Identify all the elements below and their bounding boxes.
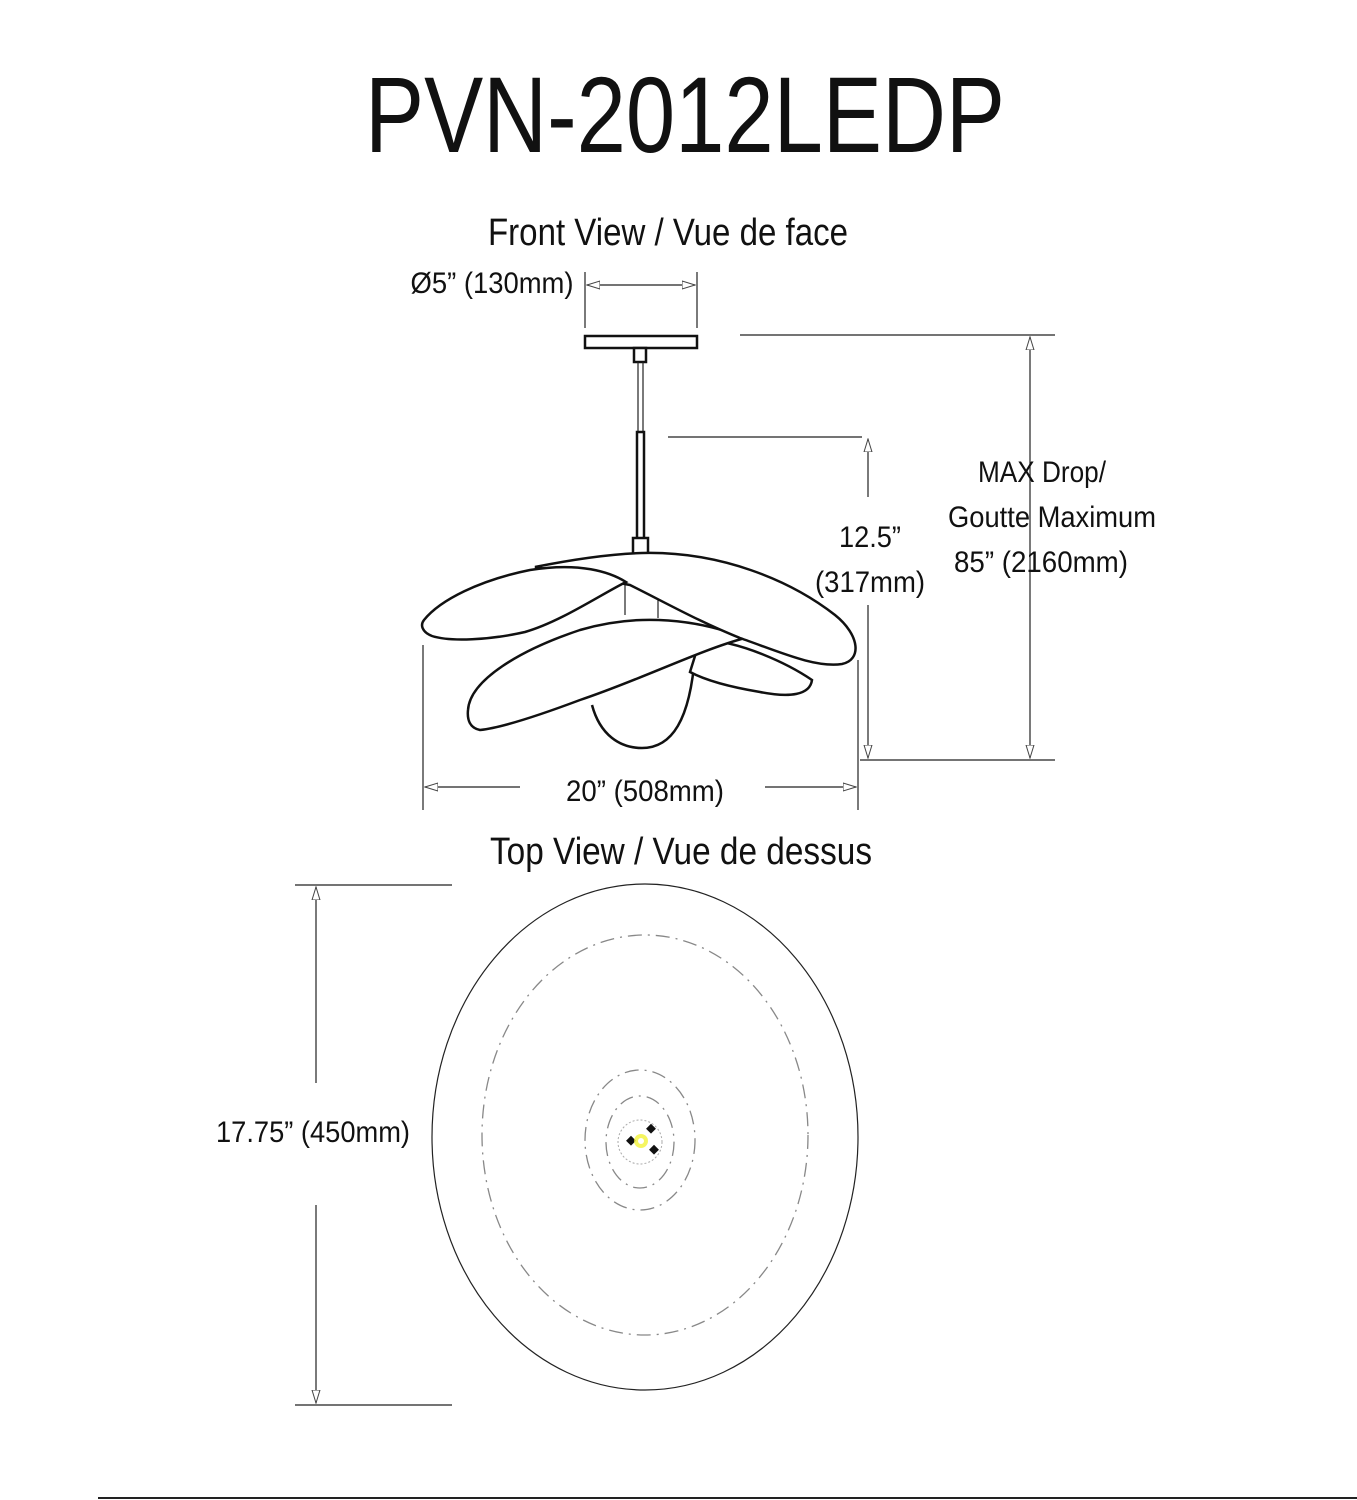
shade-height-dimension <box>668 436 1055 761</box>
max-drop-label-2: Goutte Maximum <box>948 501 1156 534</box>
width-dimension <box>422 645 859 810</box>
pendant-fixture <box>420 334 857 750</box>
shade-height-mm: (317mm) <box>815 566 925 599</box>
top-view-label: Top View / Vue de dessus <box>490 831 872 873</box>
model-title: PVN-2012LEDP <box>365 54 1005 175</box>
depth-dimension <box>295 884 452 1406</box>
shade-height-inches: 12.5” <box>839 521 901 554</box>
led-module-icon <box>617 1119 663 1165</box>
max-drop-dimension <box>740 334 1055 758</box>
depth-label: 17.75” (450mm) <box>216 1116 410 1149</box>
width-label: 20” (508mm) <box>566 775 724 808</box>
front-view: Front View / Vue de face Ø5” (130mm) <box>411 212 1156 810</box>
top-view: Top View / Vue de dessus 17.75” (450mm) <box>216 831 872 1406</box>
max-drop-label-1: MAX Drop/ <box>978 456 1107 489</box>
max-drop-value: 85” (2160mm) <box>954 546 1128 579</box>
canopy-dimension <box>584 272 698 328</box>
canopy-diameter-label: Ø5” (130mm) <box>411 267 574 300</box>
front-view-label: Front View / Vue de face <box>488 212 848 254</box>
